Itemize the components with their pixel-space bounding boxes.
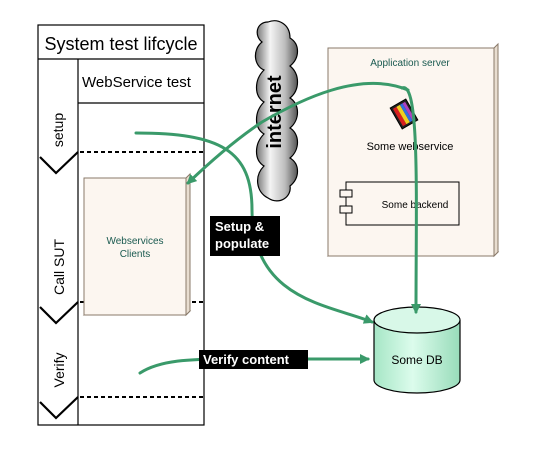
chevron-icon (39, 396, 79, 420)
webservices-clients-box: Webservices Clients (82, 172, 192, 317)
internet-cloud: internet (254, 20, 299, 202)
app-server-title: Application server (370, 58, 450, 69)
webservice-to-clients-arrow (186, 81, 410, 185)
chevron-icon (39, 301, 79, 325)
component-icon (339, 205, 353, 214)
phase-call-sut-label: Call SUT (51, 239, 67, 295)
phase-verify-label: Verify (51, 352, 67, 387)
verify-label: Verify content (203, 352, 290, 367)
clients-label-line2: Clients (120, 249, 151, 260)
chevron-icon (39, 151, 79, 175)
setup-label-line2: populate (215, 236, 269, 251)
setup-arrow (134, 131, 374, 324)
webservice-to-db-arrow (400, 86, 422, 314)
backend-component: Some backend (339, 181, 460, 226)
clients-label-line1: Webservices (106, 236, 163, 247)
internet-label: internet (264, 75, 286, 149)
db-label: Some DB (391, 353, 442, 367)
webservice-label: Some webservice (367, 141, 454, 153)
webservice-test-label: WebService test (82, 74, 192, 91)
lifecycle-title: System test lifcycle (44, 34, 197, 54)
phase-setup-label: setup (50, 113, 66, 147)
setup-label-line1: Setup & (215, 219, 264, 234)
application-server-box: Application server Some webservice Some … (326, 42, 500, 258)
setup-populate-label: Setup & populate (210, 216, 280, 256)
verify-content-label: Verify content (199, 350, 308, 369)
some-db-cylinder: Some DB (373, 306, 461, 394)
webservice-icon (389, 98, 419, 130)
component-icon (339, 189, 353, 198)
